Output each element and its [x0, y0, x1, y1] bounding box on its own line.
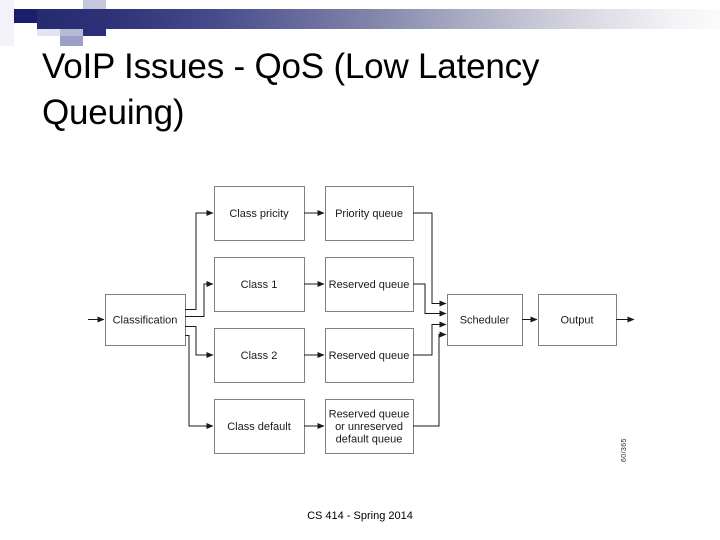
- node-box-scheduler: [447, 294, 523, 346]
- deco-light-block-b: [37, 0, 60, 9]
- node-label-scheduler: Scheduler: [460, 315, 510, 327]
- diagram-node-class-2: Class 2: [214, 328, 305, 383]
- node-box-priority-queue: [325, 186, 414, 241]
- edge-default-queue-to-scheduler: [413, 331, 447, 427]
- node-box-reserved-queue-1: [325, 257, 414, 312]
- header-gradient-bar: [37, 9, 720, 29]
- deco-square-navy: [14, 9, 37, 23]
- diagram-node-output: Output: [538, 294, 617, 346]
- node-label-class-1: Class 1: [241, 279, 278, 291]
- diagram-edges: [88, 210, 635, 429]
- diagram-node-reserved-queue-1: Reserved queue: [325, 257, 414, 312]
- deco-row3-white-a: [14, 23, 37, 36]
- node-label-class-2: Class 2: [241, 350, 278, 362]
- node-box-default-queue: [325, 399, 414, 454]
- deco-row4-mid: [60, 36, 83, 46]
- deco-row4-white-b: [37, 36, 60, 46]
- diagram-node-class-1: Class 1: [214, 257, 305, 312]
- edge-classification-to-class-default: [185, 335, 214, 429]
- diagram-node-priority-queue: Priority queue: [325, 186, 414, 241]
- deco-pale-tall-left: [0, 0, 14, 46]
- node-label-reserved-queue-1: Reserved queue: [329, 279, 410, 291]
- node-box-reserved-queue-2: [325, 328, 414, 383]
- node-label-default-queue: Reserved queue: [329, 409, 410, 421]
- edge-reserved-queue-1-to-scheduler: [413, 283, 447, 317]
- node-label-classification: Classification: [113, 315, 178, 327]
- node-box-class-1: [214, 257, 305, 312]
- node-label-default-queue: or unreserved: [335, 421, 403, 433]
- node-box-class-priority: [214, 186, 305, 241]
- diagram-node-class-priority: Class pricity: [214, 186, 305, 241]
- node-label-default-queue: default queue: [336, 434, 403, 446]
- node-label-class-priority: Class pricity: [229, 208, 289, 220]
- node-label-priority-queue: Priority queue: [335, 208, 403, 220]
- diagram-node-scheduler: Scheduler: [447, 294, 523, 346]
- diagram-node-reserved-queue-2: Reserved queue: [325, 328, 414, 383]
- deco-row4-white-c: [83, 36, 106, 46]
- deco-pale-block-c: [60, 0, 83, 9]
- deco-row4-white-a: [14, 36, 37, 46]
- deco-pale-block-a: [14, 0, 37, 9]
- page-title: VoIP Issues - QoS (Low Latency Queuing): [42, 47, 540, 132]
- figure-id-label: 60/365: [621, 438, 628, 462]
- node-box-class-default: [214, 399, 305, 454]
- node-label-class-default: Class default: [227, 421, 291, 433]
- diagram-node-class-default: Class default: [214, 399, 305, 454]
- edge-classification-to-class-2: [185, 326, 214, 358]
- diagram-node-classification: Classification: [105, 294, 186, 346]
- edge-reserved-queue-2-to-scheduler: [413, 321, 447, 356]
- slide-footer: CS 414 - Spring 2014: [307, 510, 413, 522]
- edge-priority-queue-to-scheduler: [413, 212, 447, 307]
- node-label-reserved-queue-2: Reserved queue: [329, 350, 410, 362]
- deco-light-top-right: [83, 0, 106, 9]
- node-box-output: [538, 294, 617, 346]
- node-box-classification: [105, 294, 186, 346]
- header-decoration: [0, 0, 720, 46]
- edge-classification-to-class-1: [185, 281, 214, 317]
- node-box-class-2: [214, 328, 305, 383]
- edge-classification-to-class-priority: [185, 210, 214, 310]
- node-label-output: Output: [560, 315, 593, 327]
